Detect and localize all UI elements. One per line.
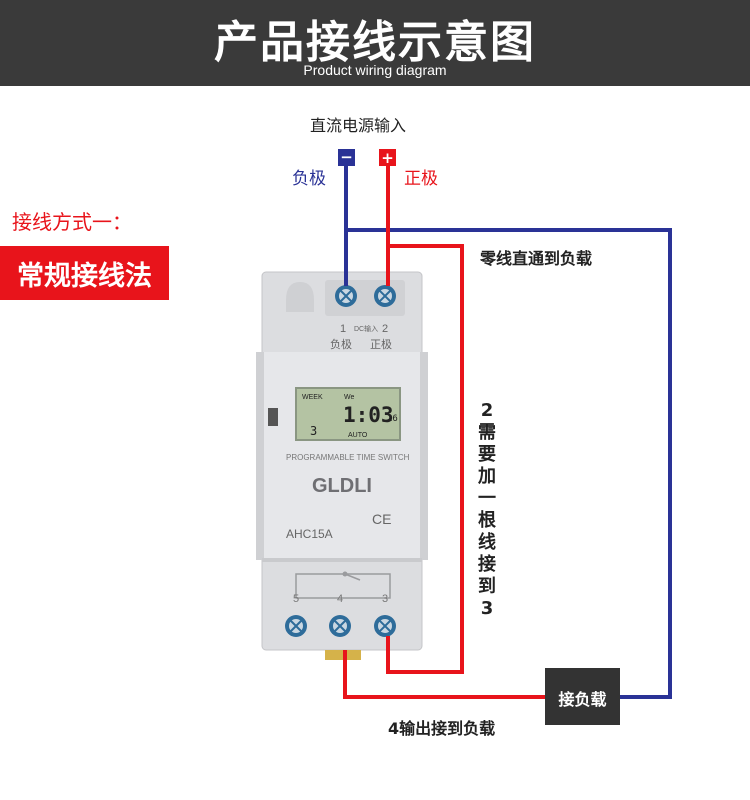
method-name: 常规接线法 (17, 261, 152, 292)
terminal-top-number-1: 1 (340, 323, 346, 335)
page-title: 产品接线示意图 (214, 17, 536, 68)
output-wire-4-to-load (343, 650, 545, 699)
brand-logo: GLDLI (312, 475, 372, 497)
terminal-bottom-number-5: 5 (293, 593, 299, 605)
load-label: 接负载 (558, 690, 607, 709)
lcd-day: We (344, 394, 354, 401)
terminal-bottom-number-3: 3 (382, 593, 388, 605)
jumper-note: 2需要加一根线接到3 (478, 400, 496, 619)
method-title: 接线方式一： (12, 210, 132, 234)
neutral-wire-to-load (346, 228, 672, 699)
negative-sign-icon: − (338, 148, 355, 166)
terminal-4 (329, 615, 351, 637)
jumper-wire-2-to-3 (386, 244, 464, 674)
lcd-seconds: 16 (387, 414, 398, 424)
positive-label: 正极 (404, 169, 438, 189)
negative-sign: − (340, 148, 353, 166)
terminal-5 (285, 615, 307, 637)
terminal-top-label-positive: 正极 (370, 337, 392, 351)
terminal-top-label-negative: 负极 (330, 337, 352, 351)
terminal-2 (374, 285, 396, 307)
load-box: 接负载 (545, 668, 620, 725)
neutral-note: 零线直通到负载 (480, 249, 593, 268)
positive-sign-icon: + (379, 149, 396, 167)
terminal-3 (374, 615, 396, 637)
dc-input-label: 直流电源输入 (310, 116, 407, 135)
page-subtitle: Product wiring diagram (303, 62, 447, 78)
ce-mark: CE (372, 511, 391, 527)
lcd-time: 1:03 (343, 403, 394, 427)
model-number: AHC15A (286, 527, 333, 541)
lcd-mode: AUTO (348, 432, 368, 439)
timer-device (256, 271, 428, 660)
terminal-1 (335, 285, 357, 307)
terminal-top-number-2: 2 (382, 323, 388, 335)
product-name: PROGRAMMABLE TIME SWITCH (286, 453, 410, 462)
lcd-program: 3 (310, 424, 317, 438)
dc-input-mark: DC输入 (354, 324, 378, 333)
output-note: 4输出接到负载 (388, 719, 496, 738)
header-banner: 产品接线示意图 Product wiring diagram (0, 0, 750, 86)
method-badge: 常规接线法 (0, 246, 169, 300)
terminal-bottom-number-4: 4 (337, 593, 343, 605)
lcd-week: WEEK (302, 394, 323, 401)
negative-label: 负极 (292, 169, 326, 189)
positive-sign: + (381, 149, 394, 167)
